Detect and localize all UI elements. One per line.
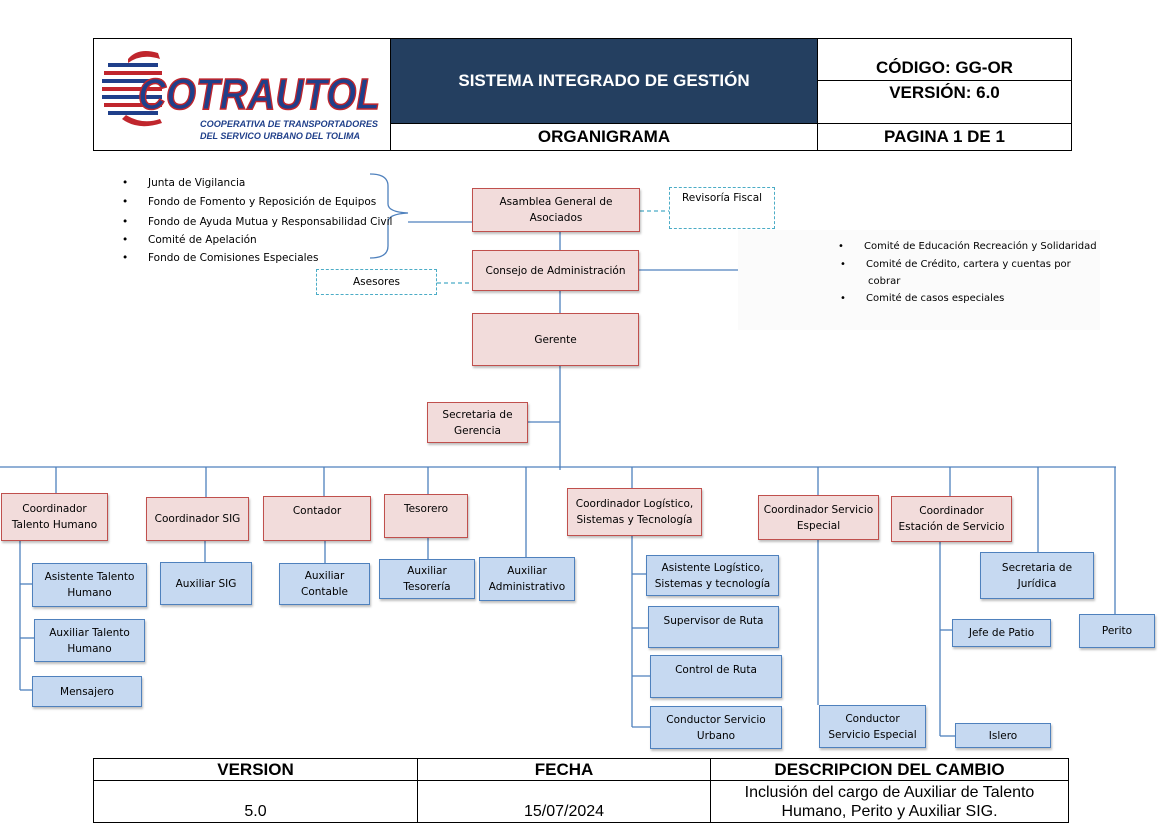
committee-right-2-cont: cobrar [868,276,901,287]
node-auxiliar-talento-humano: Auxiliar Talento Humano [34,619,145,662]
node-auxiliar-tesoreria: Auxiliar Tesorería [379,559,475,599]
committees-right-panel [738,230,1100,330]
node-tesorero: Tesorero [384,494,468,538]
node-perito: Perito [1079,614,1155,648]
node-coordinador-servicio-especial: Coordinador Servicio Especial [758,495,879,540]
node-gerente: Gerente [472,313,639,366]
system-title: SISTEMA INTEGRADO DE GESTIÓN [390,38,818,124]
node-consejo: Consejo de Administración [472,250,639,291]
node-conductor-servicio-urbano: Conductor Servicio Urbano [650,706,782,749]
node-contador: Contador [263,496,371,541]
node-auxiliar-administrativo: Auxiliar Administrativo [479,557,575,601]
committee-left-3: •Fondo de Ayuda Mutua y Responsabilidad … [122,216,393,228]
node-coordinador-estacion: Coordinador Estación de Servicio [891,496,1012,542]
changes-row-version: 5.0 [93,780,418,823]
changes-row-descripcion: Inclusión del cargo de Auxiliar de Talen… [710,780,1069,823]
changes-header-descripcion: DESCRIPCION DEL CAMBIO [710,758,1069,781]
node-revisoria-fiscal: Revisoría Fiscal [669,187,775,229]
node-supervisor-ruta: Supervisor de Ruta [648,606,779,648]
node-control-ruta: Control de Ruta [650,655,782,698]
node-asistente-logistico: Asistente Logístico, Sistemas y tecnolog… [646,555,779,596]
node-asamblea: Asamblea General de Asociados [472,188,640,232]
logo-cell: COTRAUTOL COOPERATIVA DE TRANSPORTADORES… [93,38,391,151]
changes-row-fecha: 15/07/2024 [417,780,711,823]
node-asistente-talento-humano: Asistente Talento Humano [32,563,147,607]
committee-left-4: •Comité de Apelación [122,234,257,246]
committee-left-5: •Fondo de Comisiones Especiales [122,252,319,264]
logo-text: COTRAUTOL [138,70,380,119]
node-coordinador-talento-humano: Coordinador Talento Humano [1,493,108,541]
node-coordinador-sig: Coordinador SIG [146,497,249,541]
committee-left-2: •Fondo de Fomento y Reposición de Equipo… [122,196,377,208]
committee-right-2: •Comité de Crédito, cartera y cuentas po… [840,259,1071,270]
logo-stripes-icon [101,50,162,126]
node-mensajero: Mensajero [32,676,142,707]
node-islero: Islero [955,723,1051,748]
logo-subtitle-2: DEL SERVICO URBANO DEL TOLIMA [200,131,360,141]
node-asesores: Asesores [316,269,437,295]
changes-header-fecha: FECHA [417,758,711,781]
node-auxiliar-sig: Auxiliar SIG [160,562,252,605]
node-auxiliar-contable: Auxiliar Contable [279,563,370,605]
node-jefe-patio: Jefe de Patio [952,619,1051,647]
node-secretaria-juridica: Secretaria de Jurídica [980,552,1094,599]
node-coordinador-logistico: Coordinador Logístico, Sistemas y Tecnol… [567,488,702,536]
changes-header-version: VERSION [93,758,418,781]
logo-subtitle-1: COOPERATIVA DE TRANSPORTADORES [200,119,378,129]
page-label: PAGINA 1 DE 1 [817,123,1072,151]
committee-left-1: •Junta de Vigilancia [122,177,246,189]
cotrautol-logo: COTRAUTOL COOPERATIVA DE TRANSPORTADORES… [101,50,380,141]
committee-right-1: •Comité de Educación Recreación y Solida… [838,241,1097,252]
committee-right-3: •Comité de casos especiales [840,293,1005,304]
node-secretaria-gerencia: Secretaria de Gerencia [427,402,528,443]
node-conductor-servicio-especial: Conductor Servicio Especial [819,705,926,748]
